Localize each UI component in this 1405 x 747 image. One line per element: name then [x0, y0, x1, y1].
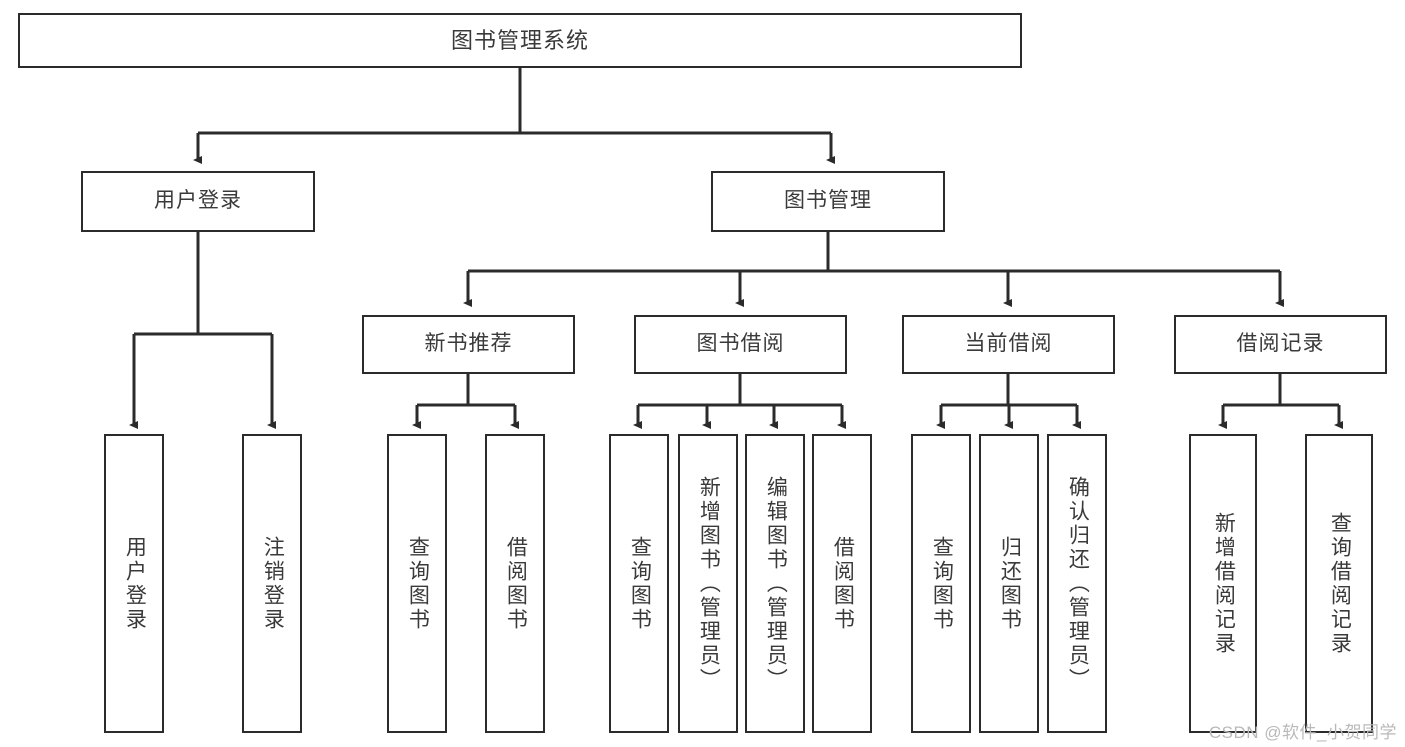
node-label: 新增图书（管理员）	[697, 475, 721, 692]
leaf-current-borrow-query-book[interactable]: 查询图书	[911, 434, 971, 733]
node-label: 查询图书	[628, 535, 652, 632]
leaf-current-borrow-return-book[interactable]: 归还图书	[979, 434, 1039, 733]
node-label: 图书管理	[784, 189, 872, 213]
node-label: 借阅图书	[504, 535, 528, 632]
node-label: 注销登录	[261, 535, 285, 632]
node-current-borrow[interactable]: 当前借阅	[902, 315, 1115, 374]
node-label: 确认归还（管理员）	[1066, 475, 1090, 692]
node-book-management[interactable]: 图书管理	[711, 171, 945, 232]
node-label: 查询图书	[406, 535, 430, 632]
node-user-login[interactable]: 用户登录	[81, 171, 315, 232]
node-label: 编辑图书（管理员）	[764, 475, 788, 692]
leaf-book-borrow-borrow-book[interactable]: 借阅图书	[812, 434, 872, 733]
node-label: 当前借阅	[964, 332, 1053, 356]
csdn-watermark: CSDN @软件_小贺同学	[1208, 723, 1397, 742]
leaf-borrow-record-query-record[interactable]: 查询借阅记录	[1305, 434, 1373, 733]
node-new-book-recommend[interactable]: 新书推荐	[362, 315, 575, 374]
node-label: 查询图书	[930, 535, 954, 632]
node-book-borrow[interactable]: 图书借阅	[634, 315, 847, 374]
leaf-new-book-borrow-book[interactable]: 借阅图书	[485, 434, 545, 733]
leaf-new-book-query-book[interactable]: 查询图书	[387, 434, 447, 733]
node-label: 新增借阅记录	[1212, 511, 1236, 656]
node-label: 图书管理系统	[450, 27, 589, 53]
node-label: 借阅记录	[1236, 332, 1325, 356]
node-borrow-record[interactable]: 借阅记录	[1174, 315, 1387, 374]
node-root-book-management-system[interactable]: 图书管理系统	[18, 13, 1022, 68]
node-label: 用户登录	[154, 189, 242, 213]
node-label: 图书借阅	[696, 332, 785, 356]
node-label: 新书推荐	[424, 332, 513, 356]
node-label: 借阅图书	[831, 535, 855, 632]
leaf-current-borrow-confirm-return-admin[interactable]: 确认归还（管理员）	[1047, 434, 1107, 733]
leaf-user-login-logout[interactable]: 注销登录	[242, 434, 302, 733]
leaf-book-borrow-query-book[interactable]: 查询图书	[609, 434, 669, 733]
node-label: 查询借阅记录	[1328, 511, 1352, 656]
leaf-user-login-login[interactable]: 用户登录	[104, 434, 164, 733]
leaf-borrow-record-add-record[interactable]: 新增借阅记录	[1189, 434, 1257, 733]
leaf-book-borrow-add-book-admin[interactable]: 新增图书（管理员）	[678, 434, 738, 733]
leaf-book-borrow-edit-book-admin[interactable]: 编辑图书（管理员）	[745, 434, 805, 733]
node-label: 用户登录	[123, 535, 147, 632]
node-label: 归还图书	[998, 535, 1022, 632]
